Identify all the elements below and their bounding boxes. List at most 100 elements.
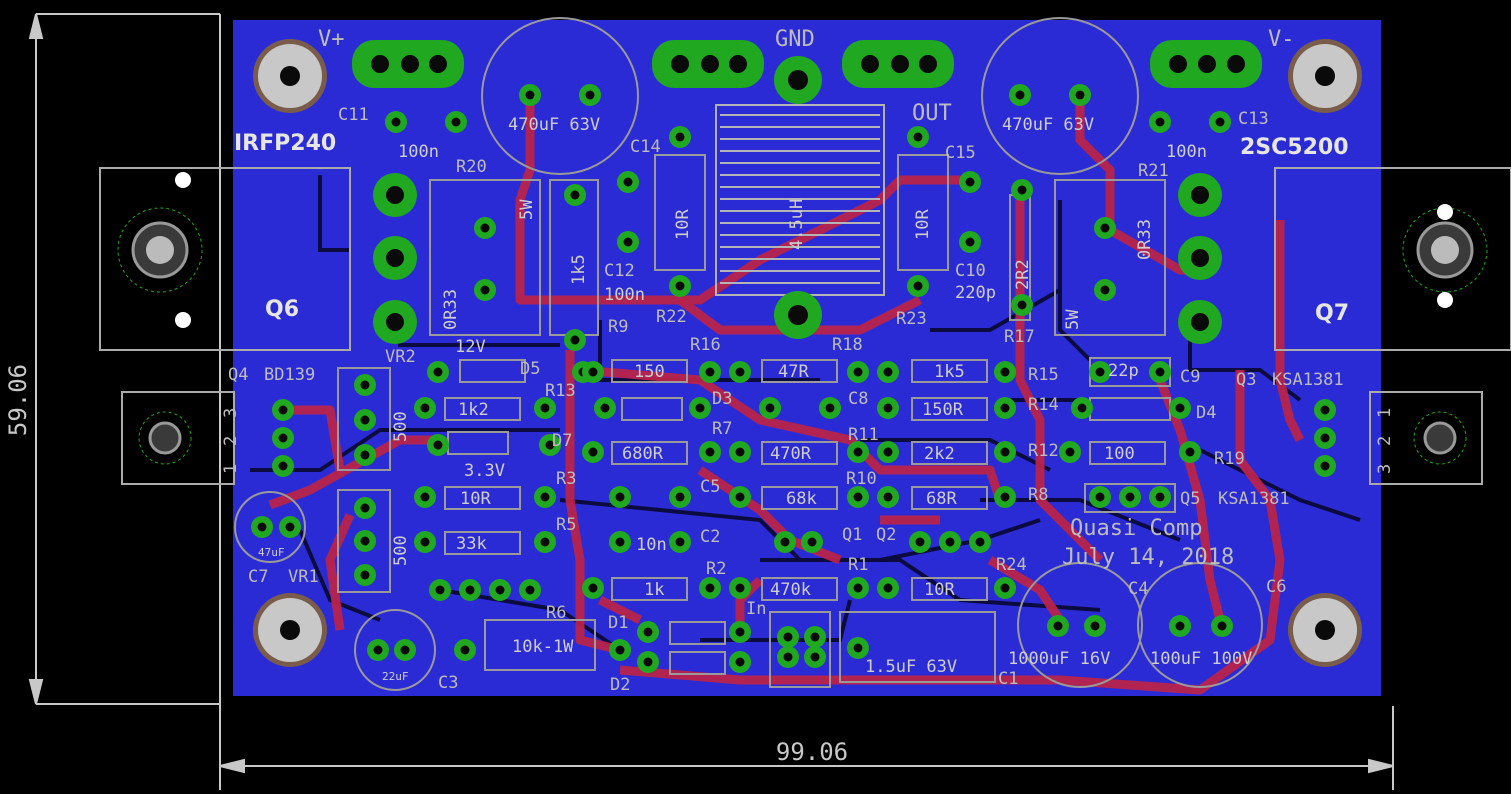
r1-label: R1 [848, 555, 868, 575]
pad-drill-17 [913, 281, 923, 291]
pad-drill-77 [853, 583, 863, 593]
r15-value: 1k5 [934, 362, 965, 382]
inductor-value: 4.5uH [787, 199, 807, 250]
pad-drill-79 [1000, 583, 1010, 593]
pad-drill-93 [810, 652, 820, 662]
input-label: In [746, 599, 766, 619]
pad-drill-2 [1155, 117, 1165, 127]
pad-drill-47 [705, 447, 715, 457]
pad-drill-67 [615, 537, 625, 547]
pad-drill-4 [525, 90, 535, 100]
pad-drill-51 [1000, 447, 1010, 457]
pad-drill-40 [883, 403, 893, 413]
pad-drill-33 [1155, 367, 1165, 377]
r9-value: 1k5 [569, 254, 589, 285]
width-dimension: 99.06 [776, 738, 848, 766]
r11-value: 470R [770, 444, 812, 464]
pad-drill-71 [915, 537, 925, 547]
pad-drill-89 [735, 657, 745, 667]
q3-pin-2: 2 [1375, 436, 1395, 446]
c7-label: C7 [248, 567, 268, 587]
r13-value: 1k2 [458, 400, 489, 420]
bulk-left-value: 470uF 63V [508, 115, 600, 135]
r17-value: 2R2 [1013, 259, 1033, 290]
pad-drill-57 [675, 492, 685, 502]
resistor-bodies [444, 359, 1171, 675]
pad-drill-112 [360, 503, 370, 513]
q3-type: KSA1381 [1272, 370, 1344, 390]
pad-drill-7 [1075, 90, 1085, 100]
r19-value: 100 [1104, 444, 1135, 464]
pad-drill-105 [278, 461, 288, 471]
q3-pin-1: 1 [1375, 408, 1395, 418]
c1-value: 1.5uF 63V [865, 657, 957, 677]
r20-label: R20 [456, 157, 487, 177]
pad-drill-99 [373, 645, 383, 655]
pot-2-value: 500 [391, 411, 411, 442]
pad-drill-74 [588, 583, 598, 593]
r9-label: R9 [608, 317, 628, 337]
pad-drill-24 [433, 367, 443, 377]
q4-outline [121, 391, 235, 485]
pad-drill-95 [1053, 621, 1063, 631]
height-dimension: 59.06 [4, 364, 32, 436]
c13-value: 100n [1166, 142, 1207, 162]
q6-outline [99, 167, 351, 351]
r8-value: 68R [926, 489, 957, 509]
d1-label: D1 [608, 613, 628, 633]
c6-value: 100uF 100V [1150, 649, 1252, 669]
c11-label: C11 [338, 105, 369, 125]
pad-drill-26 [588, 367, 598, 377]
pad-drill-38 [765, 403, 775, 413]
c10-label: C10 [955, 261, 986, 281]
pad-drill-36 [600, 403, 610, 413]
q4-pin-3: 3 [221, 408, 241, 418]
labels: V+ GND OUT V- IRFP240 Q6 2SC5200 Q7 Q4 B… [221, 27, 1395, 695]
r24-label: R24 [996, 555, 1027, 575]
r7-label: R7 [712, 419, 732, 439]
dimension-lines [28, 13, 1394, 790]
pad-drill-29 [853, 367, 863, 377]
pads [352, 40, 1262, 344]
pad-drill-64 [1155, 492, 1165, 502]
mounting-hole-tl [253, 39, 327, 113]
pad-drill-1 [451, 117, 461, 127]
pad-drill-31 [1000, 367, 1010, 377]
pad-drill-61 [1000, 492, 1010, 502]
pad-drill-81 [465, 585, 475, 595]
r17-label: R17 [1004, 327, 1035, 347]
pad-drill-14 [570, 190, 580, 200]
pad-drill-49 [853, 447, 863, 457]
pad-drill-30 [883, 367, 893, 377]
c8-label: C8 [848, 389, 868, 409]
pad-drill-48 [735, 447, 745, 457]
q6-name: Q6 [265, 297, 299, 322]
pad-drill-70 [807, 537, 817, 547]
r2-label: R2 [706, 559, 726, 579]
pad-drill-97 [1175, 621, 1185, 631]
pad-drill-73 [975, 537, 985, 547]
pad-drill-22 [1100, 223, 1110, 233]
pad-drill-72 [945, 537, 955, 547]
small-pads [251, 84, 1336, 673]
d3-label: D3 [712, 389, 732, 409]
c12-label: C12 [604, 261, 635, 281]
r14-value: 150R [922, 400, 964, 420]
r8-label: R8 [1028, 485, 1048, 505]
pad-drill-27 [705, 367, 715, 377]
pad-drill-109 [360, 380, 370, 390]
bulk-right-value: 470uF 63V [1002, 115, 1094, 135]
r19-label: R19 [1214, 449, 1245, 469]
r12-value: 2k2 [924, 444, 955, 464]
r12-label: R12 [1028, 441, 1059, 461]
pad-drill-45 [545, 440, 555, 450]
vr1-label: VR1 [288, 567, 319, 587]
q3-pin-3: 3 [1375, 464, 1395, 474]
pad-drill-69 [780, 537, 790, 547]
pad-drill-114 [360, 570, 370, 580]
r21-watt: 5W [1063, 309, 1083, 330]
mounting-hole-tr [1288, 39, 1362, 113]
pad-drill-43 [1175, 403, 1185, 413]
pad-drill-96 [1090, 621, 1100, 631]
